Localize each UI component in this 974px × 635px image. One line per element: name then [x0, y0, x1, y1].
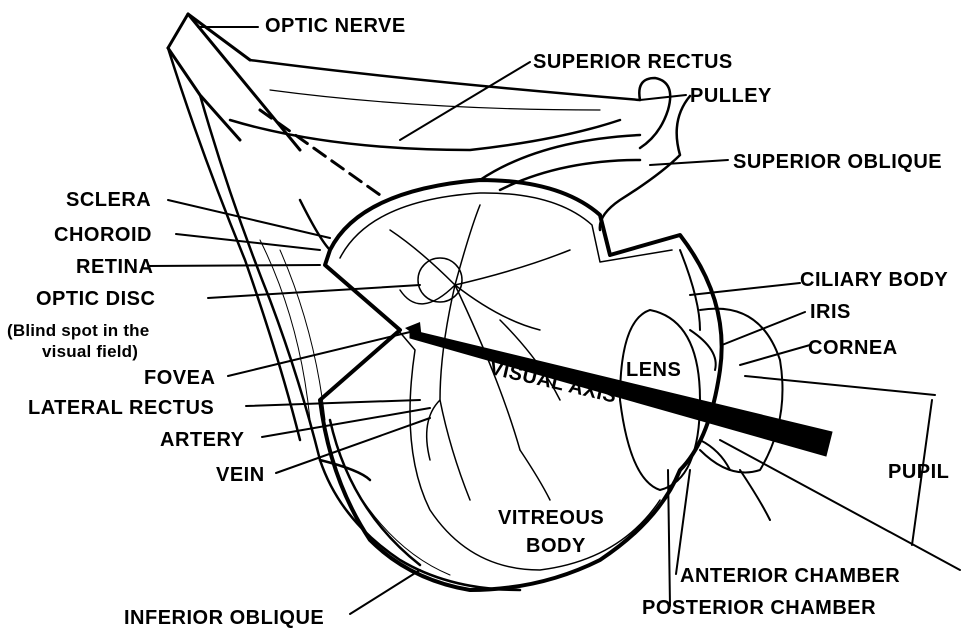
label-anterior-chamber: ANTERIOR CHAMBER [680, 566, 900, 586]
label-pupil: PUPIL [888, 462, 949, 482]
optic-nerve-dashed-line [260, 110, 380, 195]
label-optic-disc: OPTIC DISC [36, 289, 155, 309]
label-lateral-rectus: LATERAL RECTUS [28, 398, 214, 418]
pulley-drawing [600, 78, 690, 230]
label-iris: IRIS [810, 302, 851, 322]
label-pulley: PULLEY [690, 86, 772, 106]
label-artery: ARTERY [160, 430, 244, 450]
label-vitreous-line2: BODY [526, 536, 586, 556]
label-vitreous-line1: VITREOUS [498, 508, 604, 528]
superior-rectus-drawing [230, 60, 640, 150]
label-retina: RETINA [76, 257, 153, 277]
visual-axis-wedge [410, 330, 832, 456]
label-optic-nerve: OPTIC NERVE [265, 16, 406, 36]
label-blind-spot-line2: visual field) [42, 343, 138, 360]
label-inferior-oblique: INFERIOR OBLIQUE [124, 608, 324, 628]
label-sclera: SCLERA [66, 190, 151, 210]
label-fovea: FOVEA [144, 368, 215, 388]
label-ciliary-body: CILIARY BODY [800, 270, 948, 290]
optic-disc-shape [418, 258, 462, 302]
label-superior-oblique: SUPERIOR OBLIQUE [733, 152, 942, 172]
label-lens: LENS [626, 360, 681, 380]
label-blind-spot-line1: (Blind spot in the [7, 322, 149, 339]
label-superior-rectus: SUPERIOR RECTUS [533, 52, 733, 72]
label-vein: VEIN [216, 465, 265, 485]
orbit-muscles-drawing [168, 48, 520, 590]
label-cornea: CORNEA [808, 338, 898, 358]
label-choroid: CHOROID [54, 225, 152, 245]
leader-lines [148, 27, 810, 614]
label-posterior-chamber: POSTERIOR CHAMBER [642, 598, 876, 618]
